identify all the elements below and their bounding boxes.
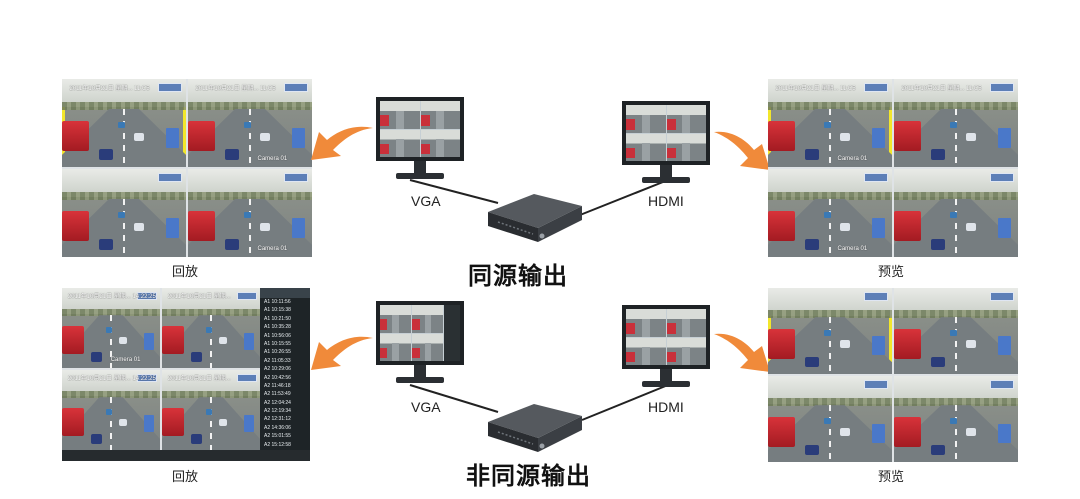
nvr-device (488, 404, 582, 452)
camera-tile[interactable]: 2011年10月21日 星期... 14:22:25 (62, 370, 160, 450)
playback-caption-bottom: 回放 (172, 469, 199, 484)
event-list-header (260, 288, 310, 298)
event-list-item[interactable]: A1 10:26:55 (264, 349, 291, 356)
playback-caption-top: 回放 (172, 264, 199, 279)
preview-grid-bottom (768, 288, 1018, 462)
camera-label: Camera 01 (837, 245, 868, 252)
playback-grid-bottom: 2011年10月21日 星期... 14:22:25 Camera 01 201… (62, 288, 260, 450)
event-list-item[interactable]: A2 15:12:58 (264, 441, 291, 448)
camera-tile-selected[interactable]: 2011年10月21日 星期... 11:C5 (62, 79, 186, 167)
vga-label: VGA (411, 193, 441, 209)
osd-timestamp: 2011年10月21日 星期... 11:C5 (901, 85, 982, 92)
osd-timestamp: 2011年10月21日 星期... (167, 376, 231, 383)
event-list-item[interactable]: A1 10:15:38 (264, 307, 291, 314)
vga-label: VGA (411, 399, 441, 415)
preview-grid-top: 2011年10月21日 星期... 11:C5 Camera 01 2011年1… (768, 79, 1018, 257)
event-list-item[interactable]: A2 12:31:12 (264, 416, 291, 423)
camera-tile[interactable] (894, 376, 1018, 462)
camera-tile[interactable]: Camera 01 (188, 169, 312, 257)
preview-caption-top: 预览 (878, 264, 905, 279)
camera-tile[interactable] (894, 169, 1018, 257)
osd-timestamp: 2011年10月21日 星期... (167, 294, 231, 301)
event-list-item[interactable]: A2 15:01:55 (264, 433, 291, 440)
preview-caption-bottom: 预览 (878, 469, 905, 484)
nvr-device (488, 194, 582, 242)
camera-tile-selected[interactable] (768, 288, 892, 374)
arrow-left-icon (311, 126, 373, 160)
vga-monitor (376, 97, 464, 181)
event-list-item[interactable]: A2 11:05:33 (264, 357, 291, 364)
event-list-item[interactable]: A2 14:36:06 (264, 424, 291, 431)
camera-label: Camera 01 (257, 245, 288, 252)
camera-tile-selected[interactable]: 2011年10月21日 星期... 11:C5 Camera 01 (768, 79, 892, 167)
arrow-right-icon (714, 131, 770, 170)
camera-label: Camera 01 (257, 155, 288, 162)
event-list-item[interactable]: A1 10:35:28 (264, 324, 291, 331)
event-list-item[interactable]: A2 12:19:34 (264, 408, 291, 415)
event-list-item[interactable]: A1 10:11:56 (264, 299, 291, 305)
camera-tile[interactable]: 2011年10月21日 星期... 11:C5 Camera 01 (188, 79, 312, 167)
event-list-item[interactable]: A1 10:15:55 (264, 340, 291, 347)
hdmi-monitor (622, 101, 710, 185)
event-list-item[interactable]: A1 10:21:50 (264, 315, 291, 322)
osd-timestamp: 2011年10月21日 星期... 11:C5 (195, 85, 276, 92)
camera-tile[interactable] (62, 169, 186, 257)
event-list-item[interactable]: A2 10:29:06 (264, 366, 291, 373)
camera-tile[interactable] (768, 376, 892, 462)
event-list-item[interactable]: A2 12:04:24 (264, 399, 291, 406)
vga-monitor (376, 301, 464, 385)
hdmi-label: HDMI (648, 193, 684, 209)
hdmi-label: HDMI (648, 399, 684, 415)
arrow-right-icon (714, 333, 770, 372)
osd-timestamp: 2011年10月21日 星期... 14:22:25 (67, 376, 156, 383)
camera-tile[interactable]: Camera 01 (768, 169, 892, 257)
osd-timestamp: 2011年10月21日 星期... 11:C5 (775, 85, 856, 92)
hdmi-monitor (622, 305, 710, 389)
playback-grid-top: 2011年10月21日 星期... 11:C5 2011年10月21日 星期..… (62, 79, 312, 257)
camera-tile[interactable]: 2011年10月21日 星期... (162, 288, 260, 368)
event-list-item[interactable]: A2 11:53:49 (264, 391, 291, 398)
camera-label: Camera 01 (837, 155, 868, 162)
camera-tile[interactable]: 2011年10月21日 星期... 11:C5 (894, 79, 1018, 167)
async-output-title: 非同源输出 (466, 463, 591, 490)
camera-label: Camera 01 (110, 357, 141, 364)
osd-timestamp: 2011年10月21日 星期... 14:22:25 (67, 294, 156, 301)
event-list-item[interactable]: A2 10:42:56 (264, 374, 291, 381)
arrow-left-icon (311, 336, 373, 370)
camera-tile[interactable]: 2011年10月21日 星期... (162, 370, 260, 450)
camera-tile[interactable] (894, 288, 1018, 374)
osd-timestamp: 2011年10月21日 星期... 11:C5 (69, 85, 150, 92)
sync-output-title: 同源输出 (468, 263, 568, 290)
event-list-item[interactable]: A2 11:46:18 (264, 382, 291, 389)
camera-tile[interactable]: 2011年10月21日 星期... 14:22:25 Camera 01 (62, 288, 160, 368)
event-list-item[interactable]: A1 10:56:06 (264, 332, 291, 339)
playback-control-bar[interactable] (62, 450, 310, 461)
